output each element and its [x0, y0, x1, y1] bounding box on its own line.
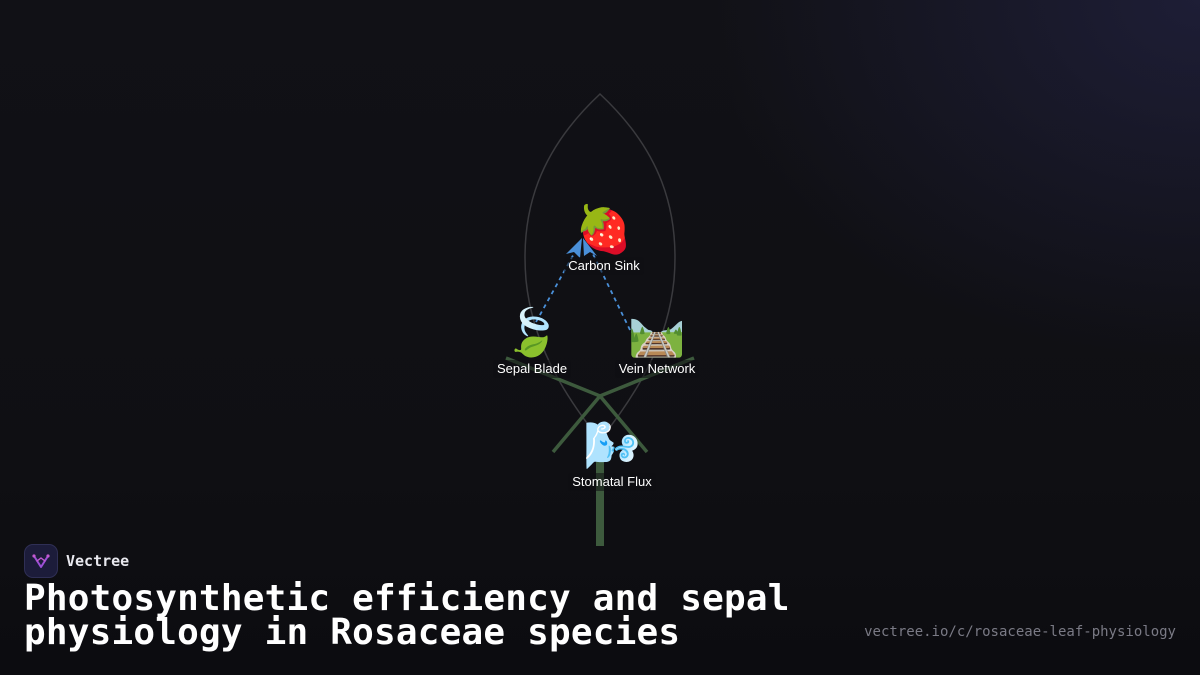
- edge-arrowhead: [566, 238, 582, 258]
- edge-arrowhead: [583, 238, 597, 256]
- railway-track-icon: 🛤️: [628, 306, 686, 358]
- strawberry-icon: 🍓: [575, 203, 633, 255]
- node-label: Vein Network: [614, 360, 700, 378]
- node-stomatal-flux[interactable]: 🌬️ Stomatal Flux: [542, 417, 682, 491]
- leaf-icon: 🍃: [503, 306, 561, 358]
- brand[interactable]: Vectree: [24, 544, 129, 578]
- edge-sepal-blade-to-carbon-sink: [535, 249, 577, 323]
- node-sepal-blade[interactable]: 🍃 Sepal Blade: [462, 304, 602, 378]
- node-label: Sepal Blade: [492, 360, 572, 378]
- brand-name: Vectree: [66, 552, 130, 570]
- node-carbon-sink[interactable]: 🍓 Carbon Sink: [534, 201, 674, 275]
- source-url[interactable]: vectree.io/c/rosaceae-leaf-physiology: [864, 624, 1176, 640]
- vectree-logo-icon: [24, 544, 58, 578]
- node-label: Stomatal Flux: [568, 473, 656, 491]
- page-title: Photosynthetic efficiency and sepal phys…: [24, 578, 790, 653]
- node-label: Carbon Sink: [564, 257, 644, 275]
- node-vein-network[interactable]: 🛤️ Vein Network: [587, 304, 727, 378]
- wind-face-icon: 🌬️: [583, 419, 641, 471]
